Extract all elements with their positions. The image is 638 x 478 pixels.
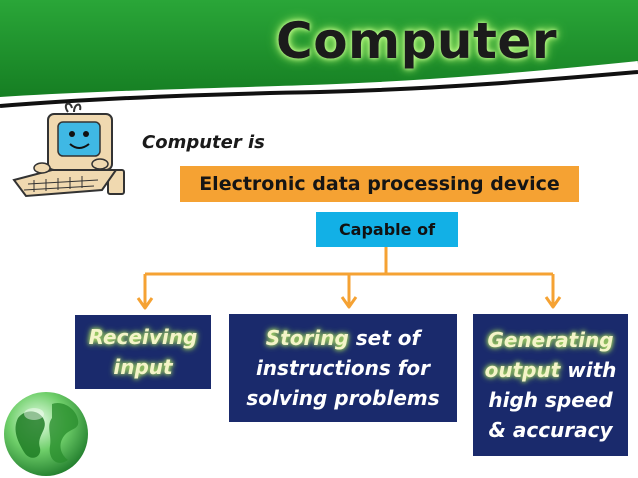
capability-box-receiving: Receiving input bbox=[75, 315, 211, 389]
capability-line: output with bbox=[484, 358, 617, 382]
arrow-down-icon bbox=[136, 297, 154, 310]
header-band bbox=[0, 0, 638, 108]
cartoon-computer-icon bbox=[12, 102, 125, 198]
capability-line: & accuracy bbox=[488, 418, 613, 442]
capability-line: instructions for bbox=[255, 356, 431, 380]
capability-line: Generating bbox=[487, 328, 614, 352]
capability-box-storing: Storing set of instructions for solving … bbox=[229, 314, 457, 422]
arrow-down-icon bbox=[544, 296, 562, 309]
capability-line: solving problems bbox=[246, 386, 440, 410]
capability-line: Receiving bbox=[88, 325, 198, 349]
capable-of-text: Capable of bbox=[338, 220, 436, 239]
capability-line: Storing set of bbox=[265, 326, 421, 350]
slide-title: Computer bbox=[276, 12, 558, 70]
capability-box-generating: Generating output with high speed & accu… bbox=[473, 314, 628, 456]
globe-icon bbox=[4, 392, 88, 476]
capability-line: high speed bbox=[488, 388, 613, 412]
definition-text: Electronic data processing device bbox=[199, 173, 560, 195]
capable-of-box: Capable of bbox=[316, 212, 458, 247]
capability-line: input bbox=[113, 355, 173, 379]
definition-box: Electronic data processing device bbox=[180, 166, 579, 202]
arrow-down-icon bbox=[340, 296, 358, 309]
intro-text: Computer is bbox=[142, 132, 265, 153]
